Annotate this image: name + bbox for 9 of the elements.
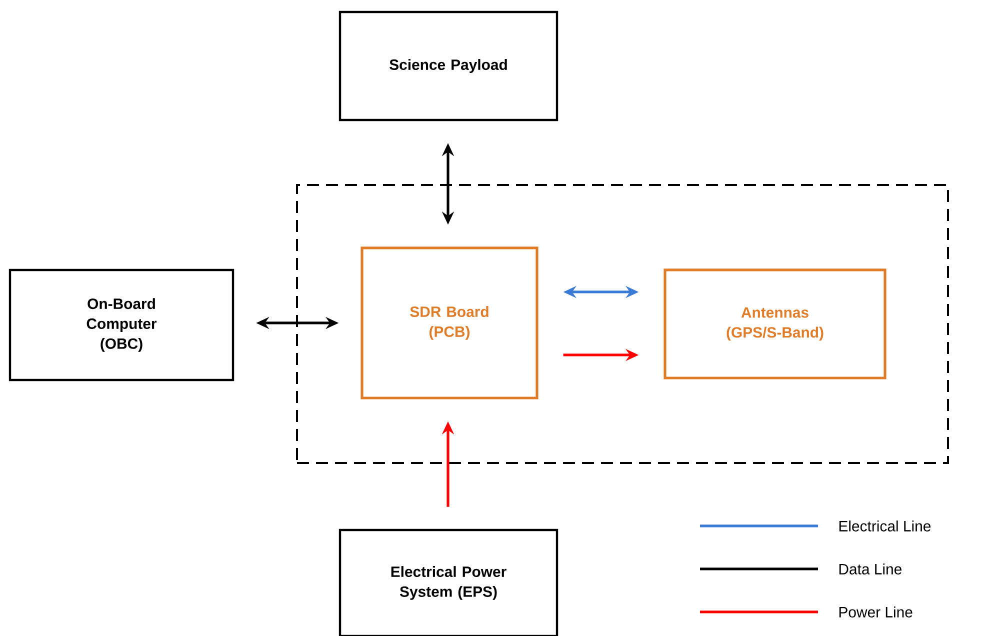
legend-label: Data Line: [839, 564, 902, 574]
process-box: On-Board Computer (OBC): [8, 268, 234, 382]
legend-label: Electrical Line: [839, 520, 931, 532]
component-box: SDR Board (PCB): [360, 246, 538, 400]
legend-label: Power Line: [839, 606, 912, 618]
component-box: Antennas (GPS/S-Band): [664, 268, 886, 380]
process-box: Science Payload: [338, 10, 558, 122]
dashed-group-box: [296, 184, 949, 464]
process-box: Electrical Power System (EPS): [338, 528, 558, 636]
